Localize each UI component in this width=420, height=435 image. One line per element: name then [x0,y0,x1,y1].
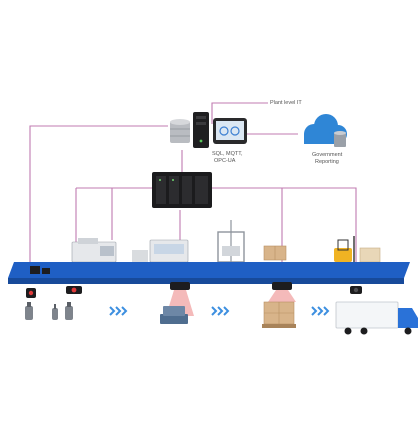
chevron-right-icon [323,306,330,316]
bottle-icon [52,304,58,320]
gov-reporting-label-line1: Government [312,152,343,158]
protocols-label-line1: SQL, MQTT, [212,151,243,157]
database-server-icon [170,119,190,143]
forklift-icon [334,236,381,264]
conveyor-belt [8,262,410,284]
barcode-scanner-icon [350,286,362,294]
chevron-group-3 [311,306,330,316]
cloud-database-icon [304,114,347,147]
pallet-icon [262,301,296,328]
chevron-right-icon [211,306,218,316]
plc-controller-icon [152,172,212,208]
chevron-right-icon [317,306,324,316]
chevron-right-icon [223,306,230,316]
industrial-pc-icon [193,112,209,148]
gov-reporting-label-line2: Reporting [315,159,339,165]
chevron-group-2 [211,306,230,316]
barcode-scanner-icon [26,288,36,298]
conveyor-end-device [30,266,50,274]
barcode-scanner-icon [268,282,296,302]
chevron-right-icon [115,306,122,316]
machine-icon [217,220,245,263]
barcode-scanner-icon [66,286,82,294]
product-bottles-icon [160,306,188,324]
machine-icon [71,238,117,263]
protocols-label-line2: OPC-UA [214,158,236,164]
truck-icon [335,301,418,335]
chevron-right-icon [311,306,318,316]
bottle-icon [65,302,73,320]
pallet-icon [263,245,287,261]
connector-server-to-plant [211,102,268,124]
plant-level-label: Plant level IT [270,100,302,106]
chevron-right-icon [121,306,128,316]
machine-icon [132,239,189,263]
chevron-right-icon [217,306,224,316]
connector-network-bus [76,187,357,275]
chevron-group-1 [109,306,128,316]
chevron-right-icon [109,306,116,316]
connector-server-left [29,125,168,275]
bottle-icon [25,302,33,320]
hmi-tablet-icon [213,118,247,144]
